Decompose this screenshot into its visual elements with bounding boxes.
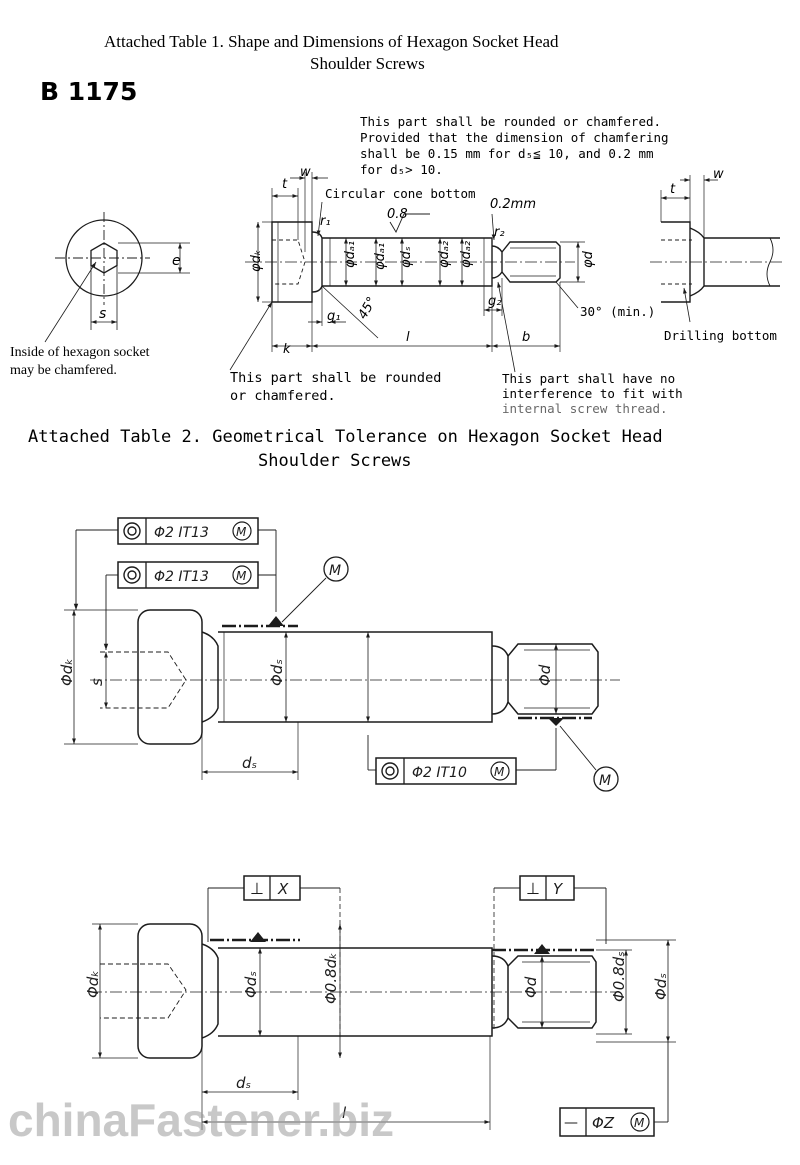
svg-text:M: M	[236, 569, 247, 583]
angle-30-label: 30° (min.)	[580, 304, 655, 319]
angle-45: 45°	[355, 295, 380, 322]
tolerance-frame-c: Φ2 IT10 M	[375, 757, 517, 785]
svg-text:for d₅> 10.: for d₅> 10.	[360, 162, 443, 177]
svg-text:ΦZ: ΦZ	[592, 1114, 615, 1132]
straightness-frame-z: — ΦZ M	[559, 1107, 655, 1137]
tolerance-figure-1	[64, 529, 620, 780]
fig2-dk: Φdₖ	[84, 970, 102, 998]
drilling-bottom-label: Drilling bottom	[664, 328, 777, 343]
fig2-ds: Φdₛ	[242, 971, 260, 998]
dim-g1: g₁	[327, 309, 340, 324]
fig1-ds-length: dₛ	[242, 754, 257, 772]
screw-side-view	[229, 172, 585, 373]
svg-text:X: X	[277, 880, 289, 898]
dim-da1b: φdₐ₁	[373, 243, 388, 270]
dim-w: w	[300, 165, 311, 180]
svg-text:Provided that the dimension of: Provided that the dimension of chamferin…	[360, 130, 669, 145]
fig2-length-l: l	[342, 1104, 347, 1122]
svg-text:M: M	[599, 773, 611, 789]
dim-r1: r₁	[320, 214, 331, 229]
dim-s: s	[99, 306, 106, 322]
dim-d: φd	[581, 250, 596, 268]
svg-text:—: —	[564, 1115, 578, 1131]
dim-g2: g₂	[488, 294, 501, 309]
chamfer-02: 0.2mm	[490, 197, 536, 212]
svg-text:internal screw thread.: internal screw thread.	[502, 401, 668, 416]
svg-text:may be chamfered.: may be chamfered.	[10, 363, 117, 378]
table1-title-line1: Attached Table 1. Shape and Dimensions o…	[104, 32, 559, 51]
roughness-value: 0.8	[387, 207, 408, 222]
svg-text:interference to fit with: interference to fit with	[502, 386, 683, 401]
tolerance-frame-a: Φ2 IT13 M	[117, 517, 259, 545]
fig2-ds-length: dₛ	[236, 1074, 251, 1092]
svg-text:M: M	[494, 765, 505, 779]
datum-triangle-y	[534, 944, 550, 954]
svg-text:This part shall have no: This part shall have no	[502, 371, 675, 386]
datum-triangle-x	[250, 932, 266, 942]
dim-b: b	[522, 330, 530, 345]
fig2-08dk: Φ0.8dₖ	[322, 952, 340, 1004]
dim-t: t	[282, 177, 288, 192]
chamfer-note: This part shall be rounded or chamfered.…	[360, 114, 669, 177]
table1-title-line2: Shoulder Screws	[310, 54, 425, 73]
rounded-note: This part shall be rounded or chamfered.	[230, 370, 441, 404]
dim-da2: φdₐ₂	[437, 241, 452, 268]
svg-text:M: M	[634, 1116, 645, 1130]
table2-title-line2: Shoulder Screws	[258, 451, 412, 471]
dim-r2: r₂	[494, 225, 505, 240]
inside-hex-note: Inside of hexagon socket may be chamfere…	[10, 345, 150, 378]
m-callout-1: M	[323, 556, 349, 582]
detail-dim-w: w	[713, 167, 724, 182]
svg-text:Φ2 IT13: Φ2 IT13	[154, 525, 209, 541]
m-callout-2: M	[593, 766, 619, 792]
tolerance-frame-b: Φ2 IT13 M	[117, 561, 259, 589]
dim-l: l	[406, 330, 410, 345]
watermark-text: chinaFastener.biz	[8, 1094, 394, 1146]
fig1-ds: Φdₛ	[268, 659, 286, 686]
fig2-08ds: Φ0.8dₛ	[610, 951, 628, 1002]
circular-cone-label: Circular cone bottom	[325, 186, 476, 201]
drilling-detail	[650, 175, 785, 323]
interference-note: This part shall have no interference to …	[502, 371, 683, 416]
svg-text:⊥: ⊥	[526, 879, 540, 898]
svg-text:Φ2 IT13: Φ2 IT13	[154, 569, 209, 585]
dim-e: e	[172, 253, 181, 269]
svg-text:⊥: ⊥	[250, 879, 264, 898]
svg-text:shall be 0.15 mm for d₅≦ 10, a: shall be 0.15 mm for d₅≦ 10, and 0.2 mm	[360, 146, 654, 161]
svg-text:M: M	[236, 525, 247, 539]
dim-dk: φdₖ	[249, 250, 264, 272]
standard-code: B 1175	[40, 77, 137, 106]
fig2-d: Φd	[522, 976, 540, 998]
svg-text:Inside of hexagon socket: Inside of hexagon socket	[10, 345, 150, 360]
fig1-s: s	[88, 678, 106, 686]
fig1-dk: Φdₖ	[58, 658, 76, 686]
dim-k: k	[283, 342, 291, 357]
svg-text:This part shall be rounded or: This part shall be rounded or chamfered.	[360, 114, 661, 129]
svg-text:Y: Y	[553, 880, 564, 898]
perpendicularity-frame-y: ⊥ Y	[519, 875, 575, 901]
dim-da2b: φdₐ₂	[459, 241, 474, 268]
fig1-d: Φd	[536, 664, 554, 686]
datum-triangle-1	[268, 616, 284, 626]
dim-da1: φdₐ₁	[343, 241, 358, 268]
socket-end-view	[44, 212, 190, 343]
svg-text:or chamfered.: or chamfered.	[230, 388, 336, 404]
dim-ds: φdₛ	[399, 246, 414, 268]
fig2-ds-right: Φdₛ	[652, 973, 670, 1000]
svg-text:This part shall be rounded: This part shall be rounded	[230, 370, 441, 386]
perpendicularity-frame-x: ⊥ X	[243, 875, 301, 901]
table2-title-line1: Attached Table 2. Geometrical Tolerance …	[28, 427, 663, 447]
detail-dim-t: t	[670, 182, 676, 197]
svg-text:Φ2 IT10: Φ2 IT10	[412, 765, 467, 781]
svg-text:M: M	[329, 563, 341, 579]
datum-triangle-2	[548, 718, 564, 726]
